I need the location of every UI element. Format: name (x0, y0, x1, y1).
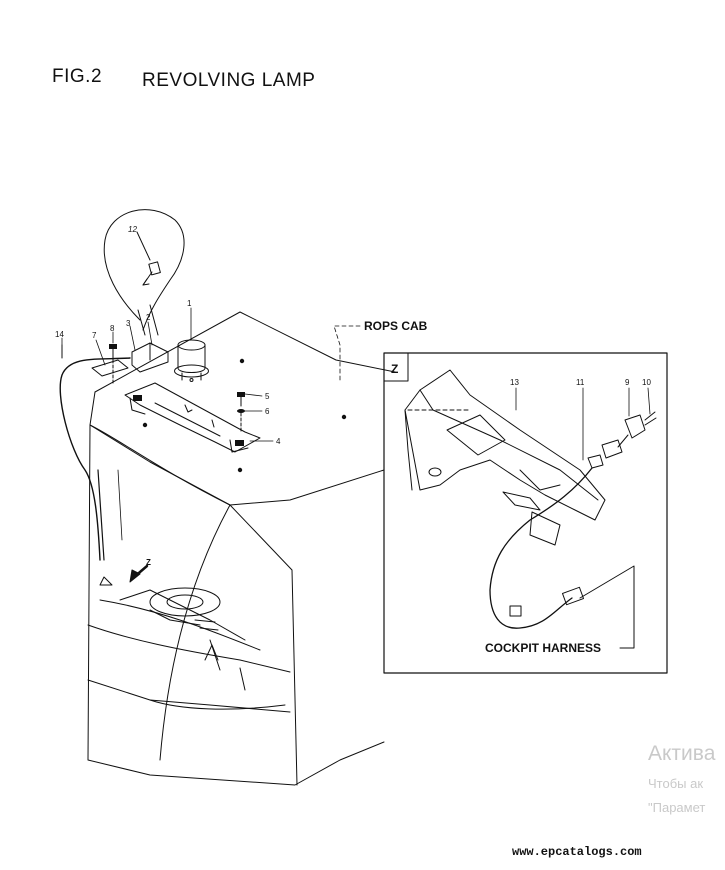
site-url: www.epcatalogs.com (512, 845, 642, 859)
callout-13: 13 (510, 378, 519, 387)
bulb-detail-bubble (103, 209, 185, 336)
bolt-5-6 (237, 392, 245, 433)
view-arrow-label: Z (146, 558, 151, 567)
bolt-8 (109, 344, 117, 386)
callout-14: 14 (55, 330, 64, 339)
roof-bolt-holes (142, 358, 347, 473)
mounting-bracket (124, 382, 261, 453)
leader-lines (61, 307, 361, 442)
lamp-base-bracket (131, 342, 169, 373)
callout-6: 6 (265, 407, 270, 416)
clip-plate (91, 359, 129, 377)
callout-4: 4 (276, 437, 281, 446)
callout-7: 7 (92, 331, 97, 340)
figure-number: FIG.2 (52, 66, 103, 87)
cab-body (87, 311, 396, 786)
revolving-lamp (174, 339, 209, 382)
detail-view-label: Z (391, 362, 398, 376)
rops-cab-label: ROPS CAB (364, 319, 428, 333)
watermark-title: Актива (648, 742, 716, 765)
cockpit-harness-label: COCKPIT HARNESS (485, 641, 601, 655)
callout-8: 8 (110, 324, 115, 333)
callout-11: 11 (576, 378, 585, 387)
callout-5: 5 (265, 392, 270, 401)
callout-9: 9 (625, 378, 630, 387)
watermark-line-1: Чтобы ак (648, 776, 704, 791)
figure-title: REVOLVING LAMP (142, 70, 316, 91)
callout-3: 3 (126, 319, 131, 328)
lamp-cable (59, 344, 131, 561)
view-z-arrow (129, 564, 149, 583)
callout-12: 12 (128, 225, 137, 234)
detail-view-panel (383, 352, 668, 674)
callout-10: 10 (642, 378, 651, 387)
callout-1: 1 (187, 299, 192, 308)
watermark-line-2: "Парамет (648, 800, 706, 815)
callout-2: 2 (146, 313, 151, 322)
